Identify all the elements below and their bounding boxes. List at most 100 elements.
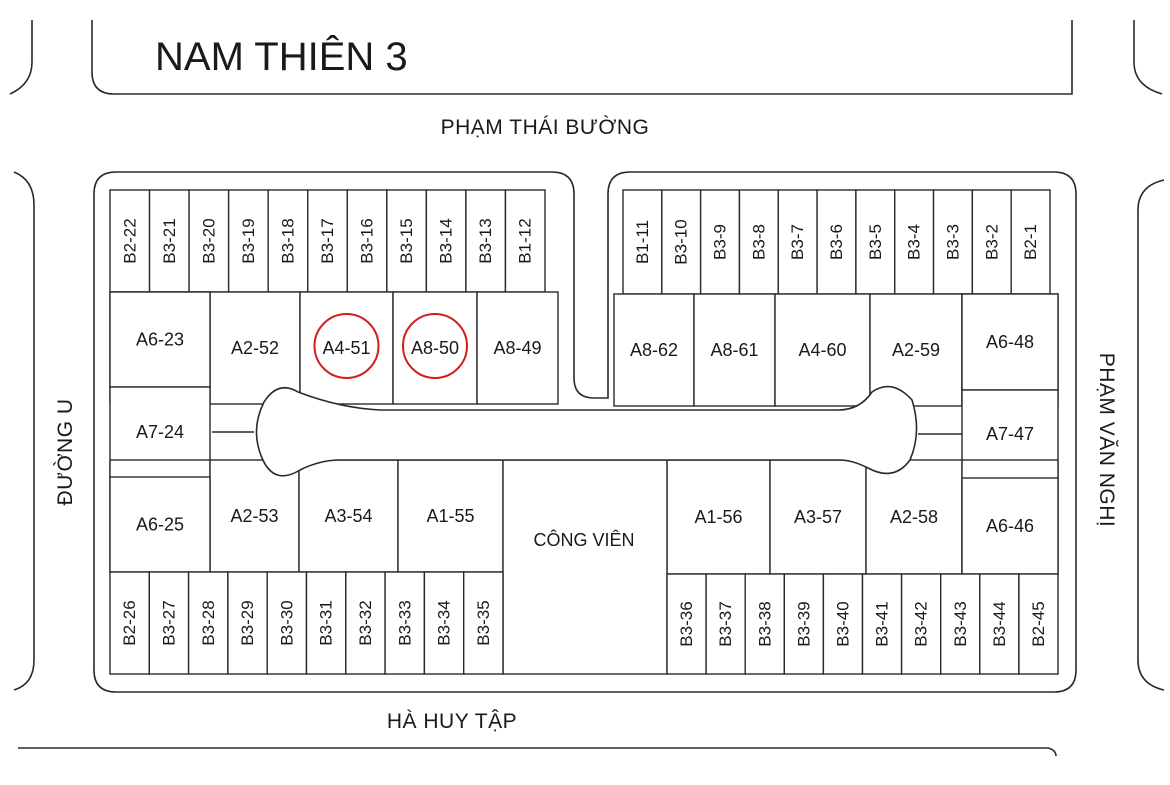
- lot-b3-16[interactable]: B3-16: [346, 189, 388, 293]
- lot-parcel[interactable]: [894, 189, 935, 295]
- park-parcel[interactable]: [502, 459, 668, 675]
- lot-a1-55[interactable]: A1-55: [397, 459, 504, 573]
- lot-parcel[interactable]: [961, 477, 1059, 575]
- lot-parcel[interactable]: [463, 571, 504, 675]
- lot-b2-26[interactable]: B2-26: [109, 571, 150, 675]
- lot-a4-60[interactable]: A4-60: [774, 293, 871, 407]
- lot-b3-43[interactable]: B3-43: [940, 573, 981, 675]
- lot-parcel[interactable]: [397, 459, 504, 573]
- lot-parcel[interactable]: [699, 189, 741, 295]
- lot-parcel[interactable]: [392, 291, 478, 405]
- lot-b3-13[interactable]: B3-13: [465, 189, 507, 293]
- lot-b3-9[interactable]: B3-9: [699, 189, 741, 295]
- lot-parcel[interactable]: [266, 571, 308, 675]
- lot-b3-15[interactable]: B3-15: [386, 189, 428, 293]
- lot-a4-51[interactable]: A4-51: [299, 291, 394, 405]
- lot-b2-1[interactable]: B2-1: [1010, 189, 1051, 295]
- lot-a1-56[interactable]: A1-56: [666, 459, 771, 575]
- lot-b3-37[interactable]: B3-37: [705, 573, 746, 675]
- lot-parcel[interactable]: [783, 573, 825, 675]
- lot-b3-30[interactable]: B3-30: [266, 571, 308, 675]
- lot-parcel[interactable]: [476, 291, 559, 405]
- lot-parcel[interactable]: [187, 571, 229, 675]
- lot-b3-36[interactable]: B3-36: [666, 573, 707, 675]
- lot-b3-35[interactable]: B3-35: [463, 571, 504, 675]
- lot-parcel[interactable]: [109, 476, 211, 573]
- lot-b3-6[interactable]: B3-6: [816, 189, 857, 295]
- lot-parcel[interactable]: [109, 571, 150, 675]
- lot-b3-33[interactable]: B3-33: [384, 571, 426, 675]
- lot-a6-25[interactable]: A6-25: [109, 476, 211, 573]
- lot-b3-38[interactable]: B3-38: [744, 573, 786, 675]
- lot-parcel[interactable]: [693, 293, 776, 407]
- lot-a6-23[interactable]: A6-23: [109, 291, 211, 388]
- lot-a8-61[interactable]: A8-61: [693, 293, 776, 407]
- lot-b3-21[interactable]: B3-21: [148, 189, 190, 293]
- lot-parcel[interactable]: [774, 293, 871, 407]
- lot-b3-34[interactable]: B3-34: [423, 571, 465, 675]
- lot-parcel[interactable]: [666, 573, 707, 675]
- lot-b1-12[interactable]: B1-12: [504, 189, 546, 293]
- lot-parcel[interactable]: [971, 189, 1012, 295]
- lot-parcel[interactable]: [423, 571, 465, 675]
- lot-parcel[interactable]: [744, 573, 786, 675]
- lot-parcel[interactable]: [504, 189, 546, 293]
- lot-b3-31[interactable]: B3-31: [305, 571, 347, 675]
- lot-parcel[interactable]: [622, 189, 663, 295]
- lot-parcel[interactable]: [227, 571, 268, 675]
- lot-label: B3-42: [912, 601, 931, 646]
- lot-b3-14[interactable]: B3-14: [425, 189, 467, 293]
- lot-parcel[interactable]: [1010, 189, 1051, 295]
- lot-b3-4[interactable]: B3-4: [894, 189, 935, 295]
- lot-parcel[interactable]: [209, 459, 300, 573]
- lot-a2-52[interactable]: A2-52: [209, 291, 301, 405]
- lot-b3-32[interactable]: B3-32: [345, 571, 386, 675]
- lot-b3-17[interactable]: B3-17: [307, 189, 348, 293]
- lot-parcel[interactable]: [386, 189, 428, 293]
- lot-b3-10[interactable]: B3-10: [661, 189, 702, 295]
- lot-b3-3[interactable]: B3-3: [932, 189, 974, 295]
- lot-a8-62[interactable]: A8-62: [613, 293, 695, 407]
- lot-parcel[interactable]: [148, 571, 190, 675]
- lot-b3-40[interactable]: B3-40: [822, 573, 864, 675]
- lot-b3-41[interactable]: B3-41: [861, 573, 903, 675]
- lot-a3-54[interactable]: A3-54: [298, 459, 399, 573]
- lot-parcel[interactable]: [705, 573, 746, 675]
- lot-b3-27[interactable]: B3-27: [148, 571, 190, 675]
- lot-b3-28[interactable]: B3-28: [187, 571, 229, 675]
- lot-parcel[interactable]: [855, 189, 896, 295]
- lot-b2-45[interactable]: B2-45: [1018, 573, 1059, 675]
- lot-parcel[interactable]: [346, 189, 388, 293]
- lot-parcel[interactable]: [1018, 573, 1059, 675]
- lot-b3-44[interactable]: B3-44: [979, 573, 1020, 675]
- lot-b3-42[interactable]: B3-42: [900, 573, 942, 675]
- lot-parcel[interactable]: [307, 189, 348, 293]
- lot-b3-7[interactable]: B3-7: [777, 189, 818, 295]
- lot-b3-8[interactable]: B3-8: [738, 189, 779, 295]
- lot-a3-57[interactable]: A3-57: [769, 459, 867, 575]
- lot-parcel[interactable]: [345, 571, 386, 675]
- lot-b3-18[interactable]: B3-18: [267, 189, 309, 293]
- lot-a8-50[interactable]: A8-50: [392, 291, 478, 405]
- lot-parcel[interactable]: [267, 189, 309, 293]
- park-area[interactable]: CÔNG VIÊN: [502, 459, 668, 675]
- lot-b3-20[interactable]: B3-20: [188, 189, 230, 293]
- lot-b3-39[interactable]: B3-39: [783, 573, 825, 675]
- lot-b3-19[interactable]: B3-19: [227, 189, 269, 293]
- lot-b1-11[interactable]: B1-11: [622, 189, 663, 295]
- lot-parcel[interactable]: [298, 459, 399, 573]
- lot-parcel[interactable]: [932, 189, 974, 295]
- lot-a6-48[interactable]: A6-48: [961, 293, 1059, 391]
- lot-a6-46[interactable]: A6-46: [961, 477, 1059, 575]
- lot-parcel[interactable]: [209, 291, 301, 405]
- lot-b3-2[interactable]: B3-2: [971, 189, 1012, 295]
- lot-a2-53[interactable]: A2-53: [209, 459, 300, 573]
- lot-a2-58[interactable]: A2-58: [865, 459, 963, 575]
- lot-a8-49[interactable]: A8-49: [476, 291, 559, 405]
- lot-parcel[interactable]: [305, 571, 347, 675]
- lot-b2-22[interactable]: B2-22: [109, 189, 151, 293]
- lot-parcel[interactable]: [613, 293, 695, 407]
- lot-b3-5[interactable]: B3-5: [855, 189, 896, 295]
- lot-b3-29[interactable]: B3-29: [227, 571, 268, 675]
- lot-parcel[interactable]: [465, 189, 507, 293]
